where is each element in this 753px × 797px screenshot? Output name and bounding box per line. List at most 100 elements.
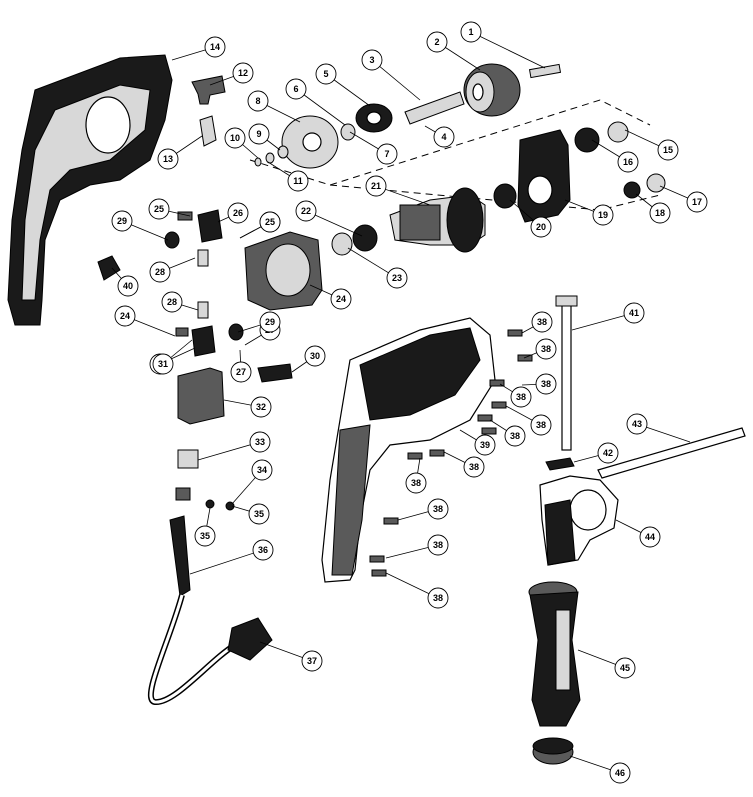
callout-27: 27 xyxy=(230,361,252,383)
handle-nut-part xyxy=(532,737,574,765)
cord-clamp-34-part xyxy=(175,487,235,511)
callout-31: 31 xyxy=(152,353,174,375)
callout-number: 14 xyxy=(210,42,220,52)
callout-number: 23 xyxy=(392,273,402,283)
callout-number: 28 xyxy=(167,297,177,307)
callout-number: 35 xyxy=(254,509,264,519)
callout-46: 46 xyxy=(609,762,631,784)
callout-number: 38 xyxy=(469,462,479,472)
armature-part xyxy=(389,187,486,253)
side-handle-part xyxy=(528,581,581,727)
callout-number: 39 xyxy=(480,440,490,450)
callout-29: 29 xyxy=(111,210,133,232)
power-cord-part xyxy=(147,515,237,705)
callout-12: 12 xyxy=(232,62,254,84)
callout-43: 43 xyxy=(626,413,648,435)
plug-part xyxy=(227,617,273,661)
callout-number: 16 xyxy=(623,157,633,167)
small-washers-part xyxy=(254,145,289,167)
callout-16: 16 xyxy=(617,151,639,173)
callout-7: 7 xyxy=(376,143,398,165)
callout-30: 30 xyxy=(304,345,326,367)
callout-39: 39 xyxy=(474,434,496,456)
callout-38: 38 xyxy=(427,534,449,556)
callout-35: 35 xyxy=(248,503,270,525)
callout-number: 5 xyxy=(323,69,328,79)
callout-number: 4 xyxy=(441,132,446,142)
callout-number: 22 xyxy=(301,206,311,216)
callout-number: 38 xyxy=(510,431,520,441)
leader-line xyxy=(571,312,635,331)
callout-38: 38 xyxy=(463,456,485,478)
callout-number: 29 xyxy=(117,216,127,226)
callout-number: 12 xyxy=(238,68,248,78)
stator-part xyxy=(244,231,323,311)
callout-8: 8 xyxy=(247,90,269,112)
callout-11: 11 xyxy=(287,170,309,192)
callout-number: 38 xyxy=(433,540,443,550)
callout-3: 3 xyxy=(361,49,383,71)
callout-number: 38 xyxy=(541,379,551,389)
callout-number: 32 xyxy=(256,402,266,412)
callout-38: 38 xyxy=(510,386,532,408)
callout-number: 38 xyxy=(541,344,551,354)
callout-45: 45 xyxy=(614,657,636,679)
bearing-5-part xyxy=(355,103,393,133)
callout-number: 26 xyxy=(233,208,243,218)
callout-25: 25 xyxy=(148,198,170,220)
callout-24: 24 xyxy=(114,305,136,327)
callout-number: 20 xyxy=(536,222,546,232)
drill-housing-part xyxy=(321,317,496,583)
callout-34: 34 xyxy=(251,459,273,481)
callout-33: 33 xyxy=(249,431,271,453)
switch-rod-30-part xyxy=(257,363,293,383)
callout-number: 43 xyxy=(632,419,642,429)
handle-clamp-part xyxy=(539,475,619,566)
callout-number: 13 xyxy=(163,154,173,164)
callout-number: 6 xyxy=(293,84,298,94)
callout-22: 22 xyxy=(295,200,317,222)
leader-line xyxy=(197,441,261,461)
callout-number: 30 xyxy=(310,351,320,361)
callout-number: 24 xyxy=(120,311,130,321)
bearing-22-part xyxy=(352,224,378,252)
callout-number: 8 xyxy=(255,96,260,106)
callout-23: 23 xyxy=(386,267,408,289)
callout-number: 15 xyxy=(663,145,673,155)
callout-18: 18 xyxy=(649,202,671,224)
callout-36: 36 xyxy=(252,539,274,561)
callout-38: 38 xyxy=(405,472,427,494)
callout-number: 41 xyxy=(629,308,639,318)
callout-5: 5 xyxy=(315,63,337,85)
callout-38: 38 xyxy=(535,373,557,395)
callout-number: 2 xyxy=(434,37,439,47)
leader-line xyxy=(470,31,546,69)
callout-number: 38 xyxy=(516,392,526,402)
callout-number: 33 xyxy=(255,437,265,447)
callout-24: 24 xyxy=(330,288,352,310)
callout-number: 42 xyxy=(603,448,613,458)
callout-number: 25 xyxy=(154,204,164,214)
callout-number: 27 xyxy=(236,367,246,377)
callout-number: 24 xyxy=(336,294,346,304)
brush-holder-lower-part xyxy=(175,301,244,357)
depth-rod-part xyxy=(555,295,578,451)
callout-17: 17 xyxy=(686,191,708,213)
callout-number: 10 xyxy=(230,133,240,143)
callout-2: 2 xyxy=(426,31,448,53)
callout-25: 25 xyxy=(259,211,281,233)
callout-38: 38 xyxy=(427,498,449,520)
callout-38: 38 xyxy=(427,587,449,609)
housing-half-part xyxy=(7,54,173,326)
callout-number: 19 xyxy=(598,210,608,220)
side-bar-part xyxy=(597,427,746,479)
callout-number: 7 xyxy=(384,149,389,159)
assembly-axis-lines xyxy=(249,99,661,211)
screws-38-part xyxy=(369,329,533,577)
washer-23-part xyxy=(331,232,353,256)
callout-number: 45 xyxy=(620,663,630,673)
callout-26: 26 xyxy=(227,202,249,224)
callout-21: 21 xyxy=(365,175,387,197)
callout-number: 1 xyxy=(468,27,473,37)
